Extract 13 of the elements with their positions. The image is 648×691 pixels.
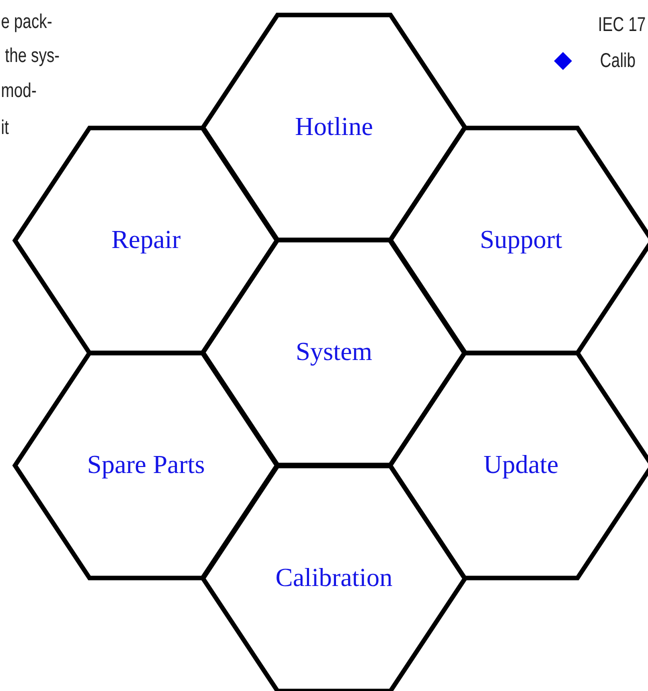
- text-fragment: Calib: [600, 51, 636, 71]
- text-fragment: IEC 17: [598, 15, 646, 35]
- text-fragment: the sys-: [5, 46, 60, 66]
- hexagon-label: Hotline: [295, 112, 373, 142]
- hexagon-label: System: [296, 337, 372, 367]
- text-fragment: it: [1, 118, 9, 138]
- text-fragment: e pack-: [1, 12, 52, 32]
- hexagon-label: Calibration: [276, 563, 392, 593]
- hexagon-label: Repair: [111, 225, 181, 255]
- hexagon-label: Update: [483, 450, 559, 480]
- hexagon-label: Support: [480, 225, 562, 255]
- text-fragment: mod-: [1, 81, 37, 101]
- hexagon-label: Spare Parts: [87, 450, 205, 480]
